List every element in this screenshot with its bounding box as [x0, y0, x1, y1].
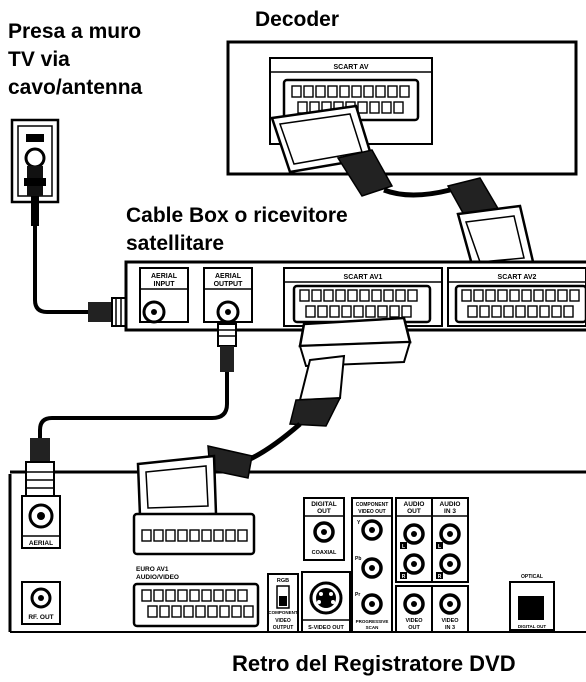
- scart-av2-label: SCART AV2: [498, 274, 537, 281]
- recorder-rear-label: Retro del Registratore DVD: [232, 651, 516, 676]
- recorder-rear-panel: AERIAL RF. OUT EURO AV1 AUDIO/VIDEO: [8, 438, 586, 633]
- digital-out-optical-label: DIGITAL OUT: [518, 624, 547, 629]
- scart-plug-av1: [289, 316, 412, 427]
- digital-out-label-2: OUT: [317, 508, 331, 515]
- jack-letter-pr: Pr: [355, 592, 360, 598]
- aerial-input-label-2: INPUT: [154, 281, 176, 288]
- audio-out-l-letter: L: [402, 544, 405, 550]
- component-switch-label: COMPONENT: [268, 610, 298, 615]
- cable-box-label: Cable Box o ricevitore satellitare: [126, 202, 348, 258]
- audio-out-r-letter: R: [402, 574, 406, 580]
- video-in3-label-1: VIDEO: [441, 618, 459, 624]
- optical-label: OPTICAL: [521, 574, 543, 580]
- jack-letter-pb: Pb: [355, 556, 361, 562]
- decoder-box: SCART AV: [226, 40, 578, 176]
- wall-cable: [33, 225, 90, 314]
- decoder-cable: [383, 187, 451, 198]
- scart-av1-label: SCART AV1: [344, 274, 383, 281]
- wall-outlet-label-line3: cavo/antenna: [8, 76, 143, 99]
- audio-out-label-2: OUT: [407, 508, 421, 515]
- video-in3-label-2: IN 3: [445, 625, 455, 631]
- audio-in3-r-letter: R: [438, 574, 442, 580]
- coax-plug-aerial-output: [217, 323, 237, 372]
- aerial-cable: [38, 372, 229, 438]
- rf-out-label: RF. OUT: [28, 614, 53, 621]
- euro-av1-label-2: AUDIO/VIDEO: [136, 574, 179, 581]
- cable-box-label-line1: Cable Box o ricevitore: [126, 204, 348, 227]
- digital-out-label-1: DIGITAL: [311, 501, 337, 508]
- coaxial-label: COAXIAL: [312, 550, 337, 556]
- progressive-scan-label-1: PROGRESSIVE: [356, 619, 389, 624]
- rgb-label: RGB: [277, 578, 289, 584]
- wall-outlet-label-line1: Presa a muro: [8, 20, 142, 43]
- svideo-out-label: S-VIDEO OUT: [308, 625, 344, 631]
- scart-plug-decoder: [270, 104, 394, 197]
- decoder-label: Decoder: [255, 8, 340, 31]
- component-video-out-label-2: VIDEO OUT: [358, 509, 386, 515]
- scart-plug-av2: [446, 177, 536, 274]
- cable-box-label-line2: satellitare: [126, 232, 225, 255]
- cable-box: AERIAL INPUT AERIAL OUTPUT SCART AV1: [124, 260, 586, 332]
- wall-outlet-label: Presa a muro TV via cavo/antenna: [8, 18, 142, 102]
- aerial-output-label-1: AERIAL: [215, 273, 242, 280]
- video-out-label-2: OUT: [408, 625, 420, 631]
- recorder-aerial-label: AERIAL: [29, 540, 53, 547]
- wall-outlet-label-line2: TV via: [8, 48, 70, 71]
- aerial-input-label-1: AERIAL: [151, 273, 178, 280]
- scart-cable: [246, 422, 302, 463]
- audio-in3-label-1: AUDIO: [440, 501, 461, 508]
- jack-letter-y: Y: [357, 520, 361, 526]
- wall-outlet-icon: [10, 118, 60, 226]
- component-video-out-label-1: COMPONENT: [356, 502, 389, 508]
- progressive-scan-label-2: SCAN: [366, 625, 379, 630]
- aerial-output-label-2: OUTPUT: [214, 281, 244, 288]
- video-output-label-1: VIDEO: [275, 618, 291, 624]
- euro-av1-label-1: EURO AV1: [136, 566, 169, 573]
- video-output-label-2: OUTPUT: [273, 625, 294, 631]
- audio-in3-l-letter: L: [438, 544, 441, 550]
- audio-in3-label-2: IN 3: [444, 508, 456, 515]
- decoder-scart-label: SCART AV: [334, 64, 369, 71]
- audio-out-label-1: AUDIO: [404, 501, 425, 508]
- video-out-label-1: VIDEO: [405, 618, 423, 624]
